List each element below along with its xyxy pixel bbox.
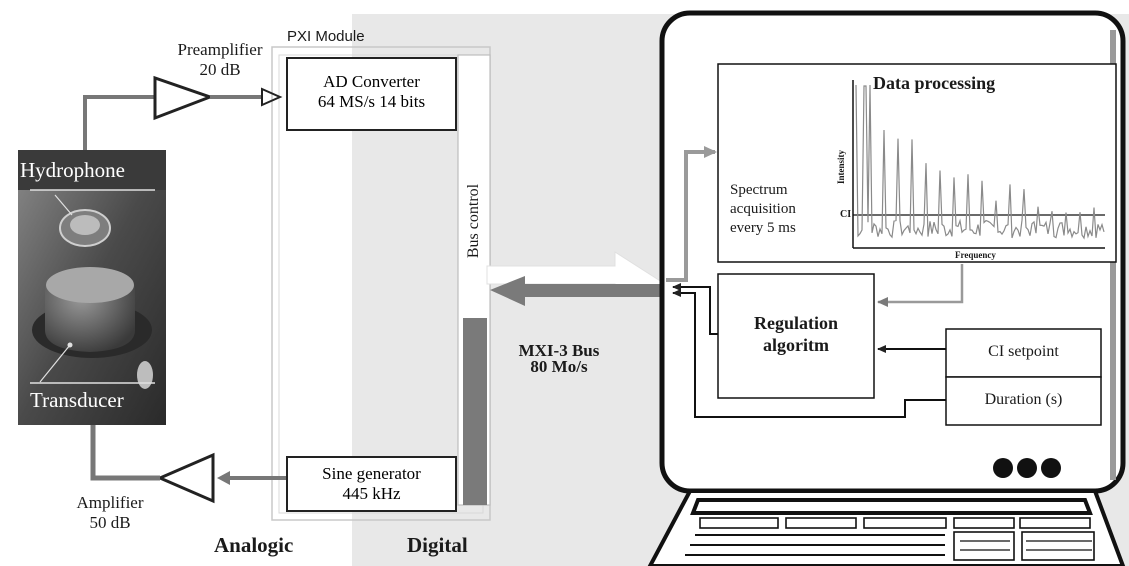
preamplifier-name: Preamplifier: [177, 40, 263, 59]
ci-threshold-label: CI: [840, 209, 852, 220]
spectrum-note-line-2: acquisition: [730, 201, 796, 217]
regulation-label: Regulation algoritm: [718, 312, 874, 356]
preamplifier-label: Preamplifier 20 dB: [150, 40, 290, 80]
duration-feedback-line: [672, 289, 946, 418]
regulation-line-2: algoritm: [763, 335, 829, 355]
duration-box: [945, 376, 1102, 426]
regulation-box: [717, 273, 875, 399]
bus-control-mid-band: [463, 200, 487, 318]
indicator-dot-1: [993, 458, 1013, 478]
mxi-incoming-arrow: [490, 276, 664, 306]
keyboard: [647, 489, 1126, 566]
transducer-label: Transducer: [30, 388, 124, 412]
frequency-axis-label: Frequency: [955, 250, 996, 260]
data-processing-panel: [717, 63, 1117, 263]
spectrum-note-line-1: Spectrum: [730, 182, 788, 198]
hydrophone-to-preamp-line: [83, 95, 155, 150]
amplifier-label: Amplifier 50 dB: [55, 493, 165, 533]
processing-to-regulation-line: [877, 264, 964, 307]
spectrum-curve: [855, 84, 1105, 240]
ci-setpoint-box: [945, 328, 1102, 378]
ad-converter-box: AD Converter 64 MS/s 14 bits: [286, 57, 457, 131]
preamplifier-triangle: [153, 75, 215, 121]
hydrophone-label: Hydrophone: [20, 158, 125, 182]
spectrum-note: Spectrum acquisition every 5 ms: [730, 181, 796, 238]
indicator-dot-3: [1041, 458, 1061, 478]
regulation-line-1: Regulation: [753, 313, 838, 333]
preamplifier-gain: 20 dB: [199, 60, 241, 79]
sine-generator-title: Sine generator: [322, 464, 421, 483]
amplifier-gain: 50 dB: [89, 513, 131, 532]
ad-converter-spec: 64 MS/s 14 bits: [317, 92, 426, 111]
amplifier-name: Amplifier: [76, 493, 144, 512]
analogic-zone-label: Analogic: [214, 533, 294, 557]
digital-zone-label: Digital: [407, 533, 468, 557]
mxi-bus-label: MXI-3 Bus 80 Mo/s: [503, 341, 615, 376]
intensity-axis-label: Intensity: [836, 149, 846, 185]
siggen-to-amp-arrowhead: [217, 471, 230, 485]
regulation-to-bus-line: [672, 283, 718, 335]
preamp-to-adc-arrowhead: [261, 87, 283, 107]
ci-setpoint-label: CI setpoint: [988, 343, 1059, 360]
transducer-photo: [18, 150, 166, 425]
bus-control-dark-band: [463, 318, 487, 505]
mxi-bus-rate: 80 Mo/s: [530, 357, 588, 376]
sine-generator-frequency: 445 kHz: [342, 484, 401, 503]
pxi-module-title: PXI Module: [287, 28, 365, 45]
mxi-bus-name: MXI-3 Bus: [518, 341, 600, 360]
amp-to-transducer-line: [90, 425, 160, 481]
duration-label: Duration (s): [984, 391, 1063, 408]
amplifier-triangle: [156, 452, 215, 504]
sine-generator-box: Sine generator 445 kHz: [286, 456, 457, 512]
indicator-dot-2: [1017, 458, 1037, 478]
data-processing-title: Data processing: [873, 73, 996, 93]
bus-to-processing-line: [666, 146, 717, 282]
bus-control-label: Bus control: [465, 183, 482, 259]
ad-converter-title: AD Converter: [323, 72, 420, 91]
spectrum-note-line-3: every 5 ms: [730, 220, 796, 236]
